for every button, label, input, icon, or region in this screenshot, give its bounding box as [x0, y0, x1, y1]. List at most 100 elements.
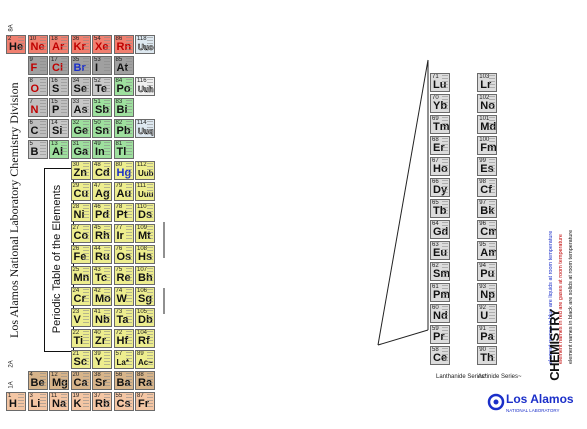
element-symbol: Dy: [433, 184, 448, 196]
atomic-number: 59: [432, 326, 439, 332]
element-symbol: Ac~: [138, 358, 153, 367]
element-symbol: Pb: [116, 125, 131, 137]
element-symbol: Ti: [73, 335, 84, 347]
atomic-number: 42: [94, 288, 101, 294]
element-details: [489, 96, 496, 111]
element-details: [104, 289, 110, 304]
element-symbol: Ce: [433, 352, 448, 364]
element-symbol: Sb: [95, 104, 110, 116]
atomic-number: 54: [94, 36, 101, 42]
element-details: [82, 394, 89, 409]
atomic-number: 8: [29, 78, 33, 84]
element-details: [82, 142, 89, 157]
atomic-number: 94: [479, 263, 486, 269]
element-details: [125, 268, 132, 283]
element-symbol: Md: [480, 121, 497, 133]
element-symbol: Es: [480, 163, 494, 175]
element-symbol: Y: [95, 356, 103, 368]
element-symbol: Hg: [116, 167, 132, 179]
element-details: [82, 310, 89, 325]
atomic-number: 17: [51, 57, 58, 63]
element-details: [489, 264, 496, 279]
atomic-number: 56: [115, 372, 123, 378]
element-symbol: Rf: [138, 335, 150, 347]
chemistry-logo-text: CHEMISTRY: [547, 309, 562, 381]
element-symbol: Rh: [95, 230, 110, 242]
element-symbol: Pa: [480, 331, 494, 343]
element-symbol: Ho: [433, 163, 448, 175]
element-details: [489, 327, 496, 342]
group-label: 8A: [8, 24, 15, 32]
atomic-number: 99: [479, 158, 486, 164]
atomic-number: 48: [94, 162, 101, 168]
element-details: [147, 331, 153, 346]
atomic-number: 53: [94, 57, 101, 63]
group-label: 1A: [8, 381, 15, 389]
element-symbol: Mt: [138, 230, 151, 242]
atomic-number: 61: [432, 284, 439, 290]
element-symbol: Sr: [95, 377, 107, 389]
atomic-number: 32: [72, 120, 80, 126]
element-details: [39, 100, 46, 115]
element-fm: 100Fm: [477, 136, 498, 155]
element-details: [82, 58, 89, 73]
atomic-number: 96: [479, 221, 486, 227]
element-symbol: Br: [73, 62, 86, 74]
atomic-number: 63: [432, 242, 439, 248]
atomic-number: 16: [51, 78, 58, 84]
element-details: [147, 310, 153, 325]
element-cm: 96Cm: [477, 220, 498, 239]
element-details: [104, 226, 110, 241]
element-symbol: Se: [73, 83, 87, 95]
logo-text: Los Alamos: [506, 392, 574, 406]
atomic-number: 57: [115, 351, 123, 357]
element-details: [82, 184, 89, 199]
atomic-number: 89: [137, 351, 144, 357]
subtitle-box: Periodic Table of the Elements: [44, 168, 74, 352]
element-symbol: Bh: [138, 272, 153, 284]
atomic-number: 33: [72, 99, 80, 105]
element-details: [489, 306, 496, 321]
element-symbol: Gd: [433, 226, 449, 238]
element-symbol: Be: [30, 377, 45, 389]
element-details: [104, 268, 110, 283]
element-details: [442, 117, 448, 132]
atomic-number: 9: [29, 57, 33, 63]
atomic-number: 82: [115, 120, 123, 126]
atomic-number: 50: [94, 120, 101, 126]
element-details: [104, 247, 110, 262]
element-details: [147, 268, 153, 283]
atomic-number: 30: [72, 162, 80, 168]
title-text: Los Alamos National Laboratory Chemistry…: [7, 82, 21, 338]
element-details: [104, 352, 110, 367]
element-symbol: P: [52, 104, 60, 116]
element-symbol: Mo: [95, 293, 111, 305]
atomic-number: 91: [479, 326, 486, 332]
element-details: [125, 184, 132, 199]
element-details: [104, 142, 110, 157]
